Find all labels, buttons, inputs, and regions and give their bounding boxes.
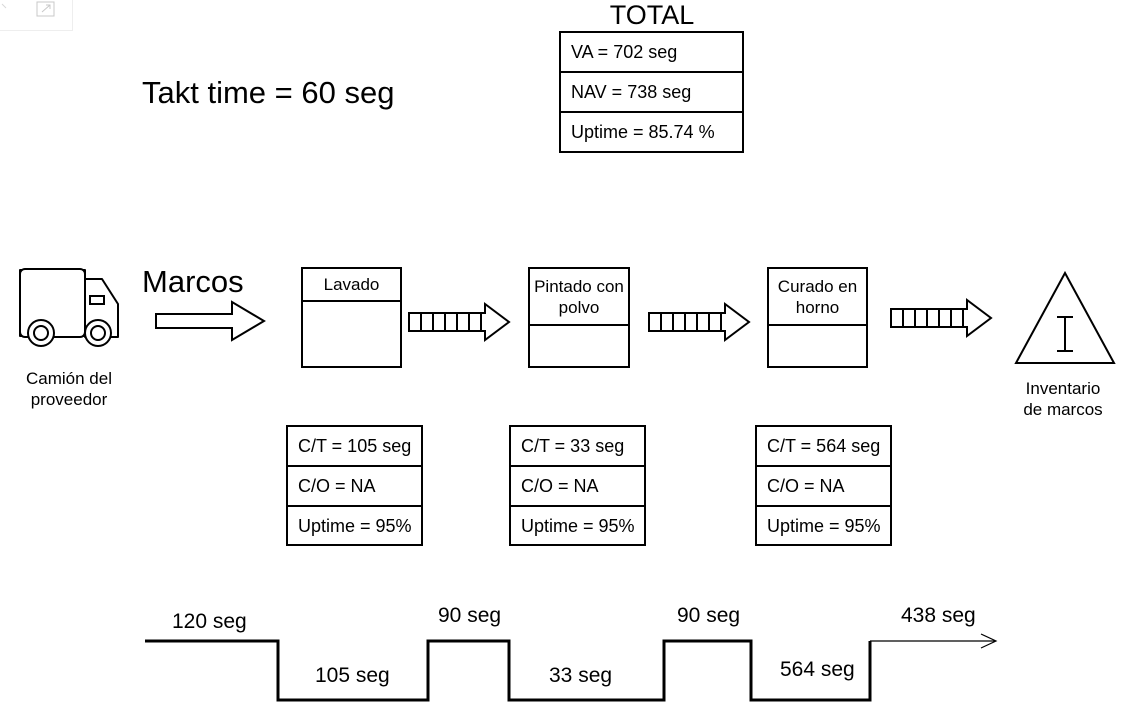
cycle-time: C/T = 105 seg	[288, 427, 421, 467]
material-label: Marcos	[142, 264, 244, 299]
data-box-lavado: C/T = 105 seg C/O = NA Uptime = 95%	[286, 425, 423, 546]
timeline-process: 33 seg	[549, 664, 613, 687]
toolbar-corner	[0, 0, 73, 31]
changeover: C/O = NA	[511, 467, 644, 507]
total-nav: NAV = 738 seg	[561, 73, 742, 113]
fifo-arrow-icon	[408, 302, 511, 342]
process-box-pintado: Pintado con polvo	[528, 267, 630, 368]
fifo-arrow-icon	[648, 302, 751, 342]
process-box-curado: Curado en horno	[767, 267, 868, 368]
push-arrow-icon	[155, 300, 266, 342]
process-title: Curado en horno	[769, 269, 866, 326]
uptime: Uptime = 95%	[521, 515, 635, 536]
process-box-lavado: Lavado	[301, 267, 402, 368]
timeline-ladder	[145, 633, 998, 702]
takt-time: Takt time = 60 seg	[142, 75, 395, 110]
truck-icon	[19, 268, 119, 347]
fifo-arrow-icon	[890, 298, 993, 338]
data-box-curado: C/T = 564 seg C/O = NA Uptime = 95%	[755, 425, 892, 546]
cycle-time: C/T = 33 seg	[511, 427, 644, 467]
data-box-pintado: C/T = 33 seg C/O = NA Uptime = 95%	[509, 425, 646, 546]
timeline-process: 105 seg	[315, 664, 390, 687]
uptime: Uptime = 95%	[767, 515, 881, 536]
supplier-label: Camión del proveedor	[26, 369, 112, 409]
expand-icon[interactable]	[0, 0, 72, 30]
timeline-wait: 438 seg	[901, 604, 976, 627]
inventory-label: Inventario de marcos	[1023, 379, 1103, 419]
changeover: C/O = NA	[757, 467, 890, 507]
timeline-wait: 120 seg	[172, 610, 247, 633]
timeline-process: 564 seg	[780, 658, 855, 681]
changeover: C/O = NA	[288, 467, 421, 507]
timeline-wait: 90 seg	[677, 604, 741, 627]
inventory-triangle-icon	[1014, 270, 1116, 364]
uptime: Uptime = 95%	[298, 515, 412, 536]
process-title: Lavado	[303, 269, 400, 302]
process-title: Pintado con polvo	[530, 269, 628, 326]
total-title: TOTAL	[609, 0, 695, 30]
total-box: VA = 702 seg NAV = 738 seg Uptime = 85.7…	[559, 31, 744, 153]
timeline-wait: 90 seg	[438, 604, 502, 627]
total-va: VA = 702 seg	[561, 33, 742, 73]
total-uptime: Uptime = 85.74 %	[571, 122, 715, 142]
cycle-time: C/T = 564 seg	[757, 427, 890, 467]
